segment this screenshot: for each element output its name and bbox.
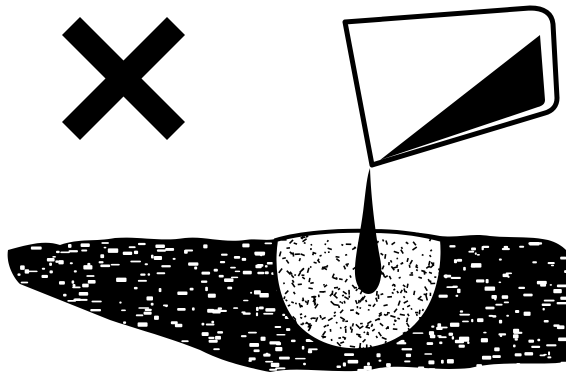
tilted-container-icon <box>345 8 557 165</box>
x-mark-icon <box>62 17 185 140</box>
